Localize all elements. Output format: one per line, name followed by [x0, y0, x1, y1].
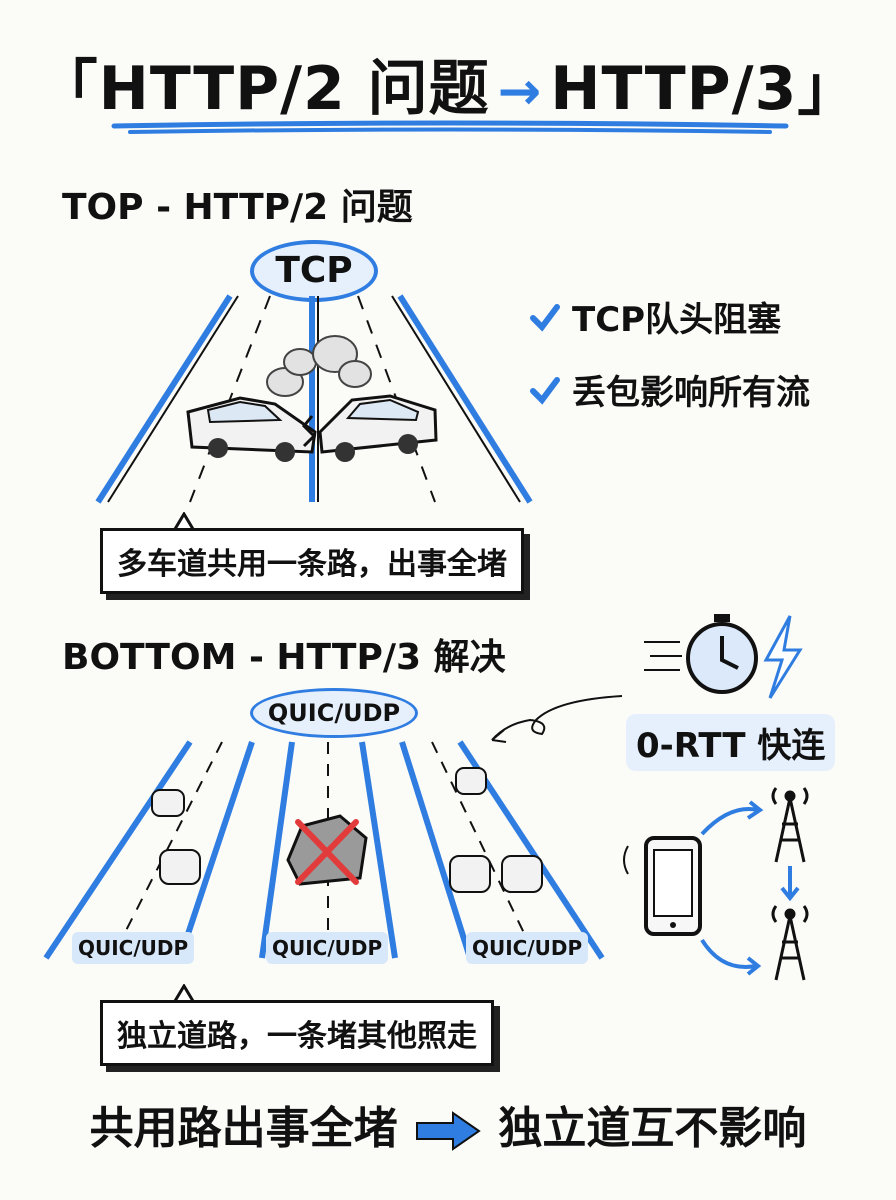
- quic-label: QUIC/UDP: [250, 688, 418, 738]
- tcp-road-illustration: [95, 294, 533, 504]
- page-title: 「HTTP/2 问题→HTTP/3」: [0, 40, 896, 127]
- car-icon: [151, 789, 185, 817]
- smoke-icon: [266, 335, 372, 397]
- title-close-bracket: 」: [797, 54, 859, 124]
- pointer-arrow: [491, 695, 623, 743]
- blocked-x-icon: [295, 819, 359, 885]
- bottom-heading: BOTTOM - HTTP/3 解决: [62, 637, 506, 678]
- zero-rtt-graphic: [644, 614, 803, 699]
- problem-item: TCP队头阻塞: [530, 292, 810, 341]
- problem-list: TCP队头阻塞 丢包影响所有流: [530, 292, 810, 438]
- car-icon: [449, 855, 491, 893]
- tcp-label: TCP: [250, 240, 378, 302]
- problem-label: 丢包影响所有流: [572, 373, 810, 413]
- speed-lines: [644, 641, 682, 671]
- lane-label: QUIC/UDP: [466, 932, 589, 964]
- stopwatch-icon: [686, 614, 758, 694]
- check-icon: [530, 303, 560, 332]
- cell-tower-icon: [771, 905, 809, 981]
- bottom-callout: 独立道路，一条堵其他照走: [100, 1000, 494, 1066]
- summary-left: 共用路出事全堵: [89, 1103, 398, 1154]
- car-icon: [318, 394, 438, 462]
- car-icon: [186, 396, 317, 462]
- title-open-bracket: 「: [37, 54, 99, 124]
- connection-migration-graphic: [623, 787, 809, 981]
- check-icon: [530, 376, 560, 405]
- phone-icon: [623, 836, 702, 936]
- title-arrow: →: [497, 62, 543, 122]
- title-underline: [111, 120, 789, 134]
- lane-label: QUIC/UDP: [72, 932, 195, 964]
- car-icon: [159, 849, 201, 885]
- problem-item: 丢包影响所有流: [530, 365, 810, 414]
- car-icon: [455, 767, 487, 795]
- summary-arrow-icon: [416, 1111, 481, 1151]
- top-callout: 多车道共用一条路，出事全堵: [100, 528, 524, 594]
- summary-right: 独立道互不影响: [498, 1103, 807, 1154]
- crash-icon: [186, 394, 438, 462]
- cell-tower-icon: [771, 787, 809, 863]
- car-icon: [501, 855, 543, 893]
- lane-label: QUIC/UDP: [266, 932, 389, 964]
- title-left: HTTP/2 问题: [98, 54, 490, 124]
- problem-label: TCP队头阻塞: [572, 300, 782, 340]
- zero-rtt-label: 0-RTT 快连: [626, 714, 836, 771]
- title-right: HTTP/3: [550, 54, 798, 124]
- summary-line: 共用路出事全堵 独立道互不影响: [0, 1092, 896, 1156]
- lightning-icon: [763, 615, 803, 699]
- top-heading: TOP - HTTP/2 问题: [62, 187, 413, 228]
- quic-lanes-illustration: [43, 740, 605, 960]
